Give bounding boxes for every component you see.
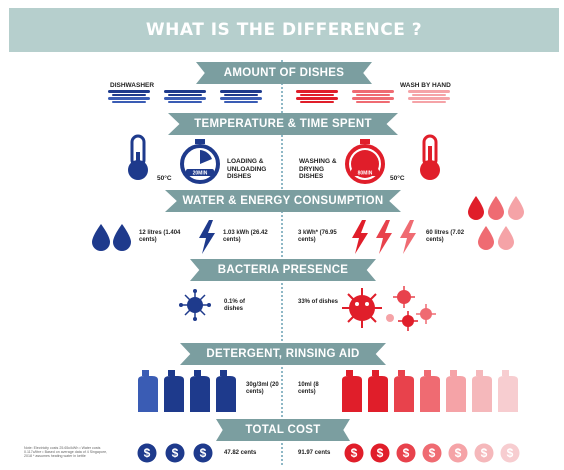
dollar-coin-icon: $ [165,443,185,463]
coins-blue: $ $ $ [137,443,213,463]
plate-stack-icon [352,90,394,103]
dollar-coin-icon: $ [193,443,213,463]
hand-total-cost: 91.97 cents [298,450,331,456]
svg-text:$: $ [429,446,436,460]
hand-water: 60 litres (7.02 cents) [426,230,465,243]
lightning-icon [199,220,215,254]
hand-wash-plates [296,90,450,103]
bacteria-icon [342,288,382,328]
bacteria-icon [393,286,415,308]
coins-red: $ $ $ $ $ $ $ [344,443,520,463]
dollar-coin-icon: $ [422,443,442,463]
water-drop-icon [113,224,131,251]
lightning-icon [400,220,416,254]
detergent-bottle-icon [498,370,518,412]
water-drop-icon [488,196,504,220]
section-temperature-time: TEMPERATURE & TIME SPENT [168,113,398,135]
dishwasher-temperature: 50°C [157,175,172,182]
lightning-icon [352,220,368,254]
plate-stack-icon [220,90,262,103]
section-total-cost: TOTAL COST [216,419,350,441]
dishwasher-detergent: 30g/3ml (20 cents) [246,382,279,395]
dishwasher-plates [108,90,262,103]
svg-text:$: $ [351,446,358,460]
bacteria-icon [179,289,211,321]
section-detergent: DETERGENT, RINSING AID [180,343,386,365]
detergent-bottles-blue [138,370,236,412]
section-amount-of-dishes: AMOUNT OF DISHES [196,62,372,84]
svg-text:$: $ [172,446,179,460]
dishwasher-timer-text: 20MIN [193,171,208,177]
dishwasher-activity: LOADING & UNLOADING DISHES [227,158,267,180]
detergent-bottle-icon [472,370,492,412]
section-bacteria: BACTERIA PRESENCE [190,259,376,281]
lightning-bolts-red [352,220,416,254]
water-drop-icon [508,196,524,220]
svg-text:$: $ [455,446,462,460]
hand-timer-text: 80MIN [358,171,373,177]
thermometer-icon [128,134,148,180]
lightning-icon [376,220,392,254]
water-drop-icon [498,226,514,250]
dollar-coin-icon: $ [500,443,520,463]
plate-stack-icon [296,90,338,103]
hand-activity: WASHING & DRYING DISHES [299,158,337,180]
water-drops-red [468,196,524,250]
footnotes: Note: Electricity costs 25.65c/kWh • Wat… [24,446,108,459]
bacteria-cluster-red [342,286,436,331]
detergent-bottle-icon [216,370,236,412]
dollar-coin-icon: $ [474,443,494,463]
section-water-energy: WATER & ENERGY CONSUMPTION [165,190,401,212]
svg-text:$: $ [507,446,514,460]
detergent-bottle-icon [190,370,210,412]
detergent-bottle-icon [420,370,440,412]
page-title: WHAT IS THE DIFFERENCE ? [145,20,423,40]
detergent-bottle-icon [138,370,158,412]
detergent-bottles-red [342,370,518,412]
svg-text:$: $ [481,446,488,460]
dishwasher-energy: 1.03 kWh (26.42 cents) [223,230,268,243]
stopwatch-icon: 80MIN [345,139,385,184]
svg-text:$: $ [403,446,410,460]
dishwasher-label: DISHWASHER [110,82,155,89]
dishwasher-total-cost: 47.82 cents [224,450,257,456]
plate-stack-icon [164,90,206,103]
bacteria-icon [398,311,418,331]
stopwatch-icon: 20MIN [180,139,220,184]
water-drop-icon [468,196,484,220]
bacteria-icon [416,304,436,324]
detergent-bottle-icon [164,370,184,412]
dishwasher-bacteria: 0.1% of dishes [224,299,246,312]
thermometer-icon [420,134,440,180]
wash-by-hand-label: WASH BY HAND [400,82,451,89]
svg-text:$: $ [144,446,151,460]
detergent-bottle-icon [394,370,414,412]
detergent-bottle-icon [368,370,388,412]
bacteria-icon [386,314,394,322]
water-drop-icon [478,226,494,250]
dollar-coin-icon: $ [344,443,364,463]
plate-stack-icon [108,90,150,103]
detergent-bottle-icon [446,370,466,412]
hand-detergent: 10ml (8 cents) [298,382,319,395]
dollar-coin-icon: $ [137,443,157,463]
svg-text:$: $ [200,446,207,460]
dollar-coin-icon: $ [448,443,468,463]
detergent-bottle-icon [342,370,362,412]
hand-temperature: 50°C [390,175,405,182]
plate-stack-icon [408,90,450,103]
svg-text:$: $ [377,446,384,460]
water-drops-blue [92,224,131,251]
title-banner: WHAT IS THE DIFFERENCE ? [9,8,559,52]
water-drop-icon [92,224,110,251]
dishwasher-water: 12 litres (1.404 cents) [139,230,181,243]
dollar-coin-icon: $ [396,443,416,463]
dollar-coin-icon: $ [370,443,390,463]
hand-bacteria: 33% of dishes [298,299,339,305]
hand-energy: 3 kWh* (76.95 cents) [298,230,337,243]
